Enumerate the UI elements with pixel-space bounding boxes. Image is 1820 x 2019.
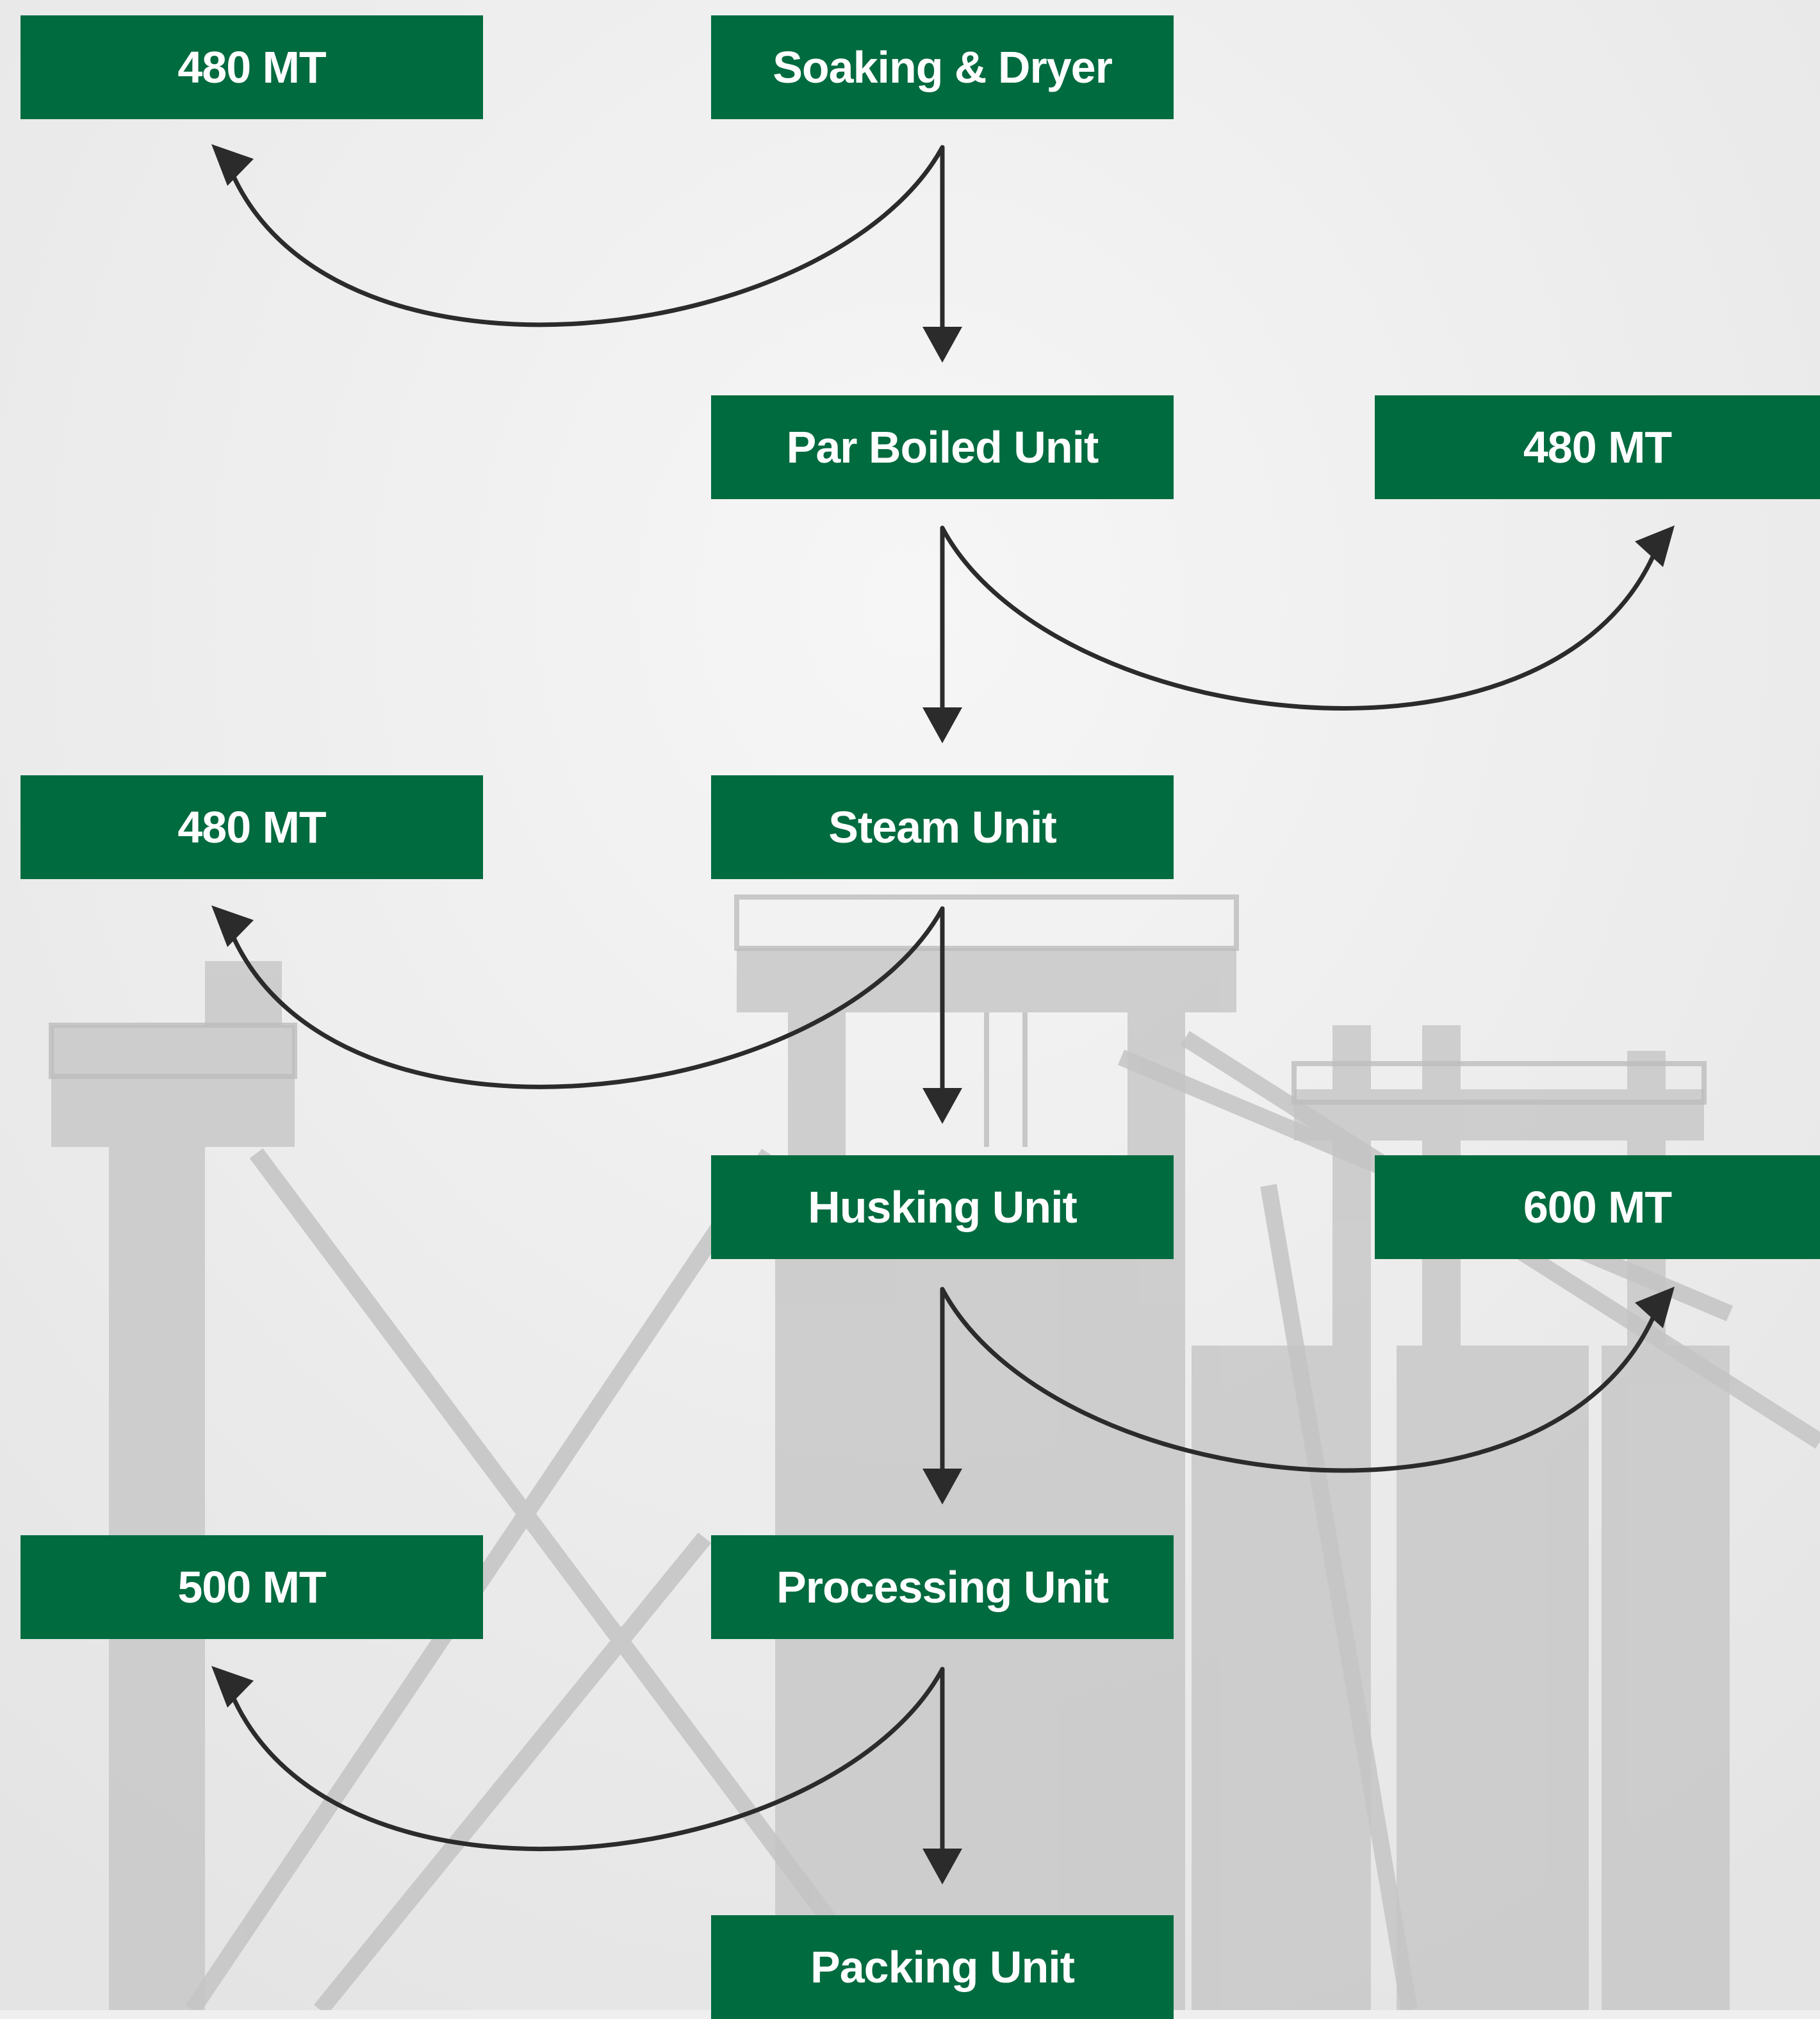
stage-processing-unit: Processing Unit [711, 1535, 1174, 1639]
stage-label: Steam Unit [828, 802, 1057, 852]
capacity-processing-unit: 500 MT [20, 1535, 483, 1639]
stage-label: Packing Unit [810, 1942, 1075, 1992]
stage-label: Soaking & Dryer [773, 42, 1113, 92]
stage-packing-unit: Packing Unit [711, 1915, 1174, 2019]
arrowhead-right-2 [1635, 525, 1675, 567]
capacity-value: 500 MT [177, 1562, 326, 1612]
capacity-par-boiled-unit: 480 MT [1375, 395, 1820, 499]
stage-label: Processing Unit [776, 1562, 1109, 1612]
capacity-soaking-dryer: 480 MT [20, 15, 483, 119]
arrow-curve-left-3 [228, 906, 945, 1089]
stage-label: Par Boiled Unit [786, 422, 1099, 472]
arrowhead-left-1 [211, 144, 254, 186]
arrow-curve-right-2 [940, 525, 1658, 711]
capacity-value: 480 MT [177, 802, 326, 852]
arrow-curve-right-4 [940, 1287, 1658, 1473]
capacity-value: 480 MT [1523, 422, 1672, 472]
stage-par-boiled-unit: Par Boiled Unit [711, 395, 1174, 499]
arrowhead-left-5 [211, 1666, 254, 1708]
stage-steam-unit: Steam Unit [711, 775, 1174, 879]
capacity-steam-unit: 480 MT [20, 775, 483, 879]
stage-label: Husking Unit [808, 1182, 1078, 1232]
arrowhead-down-1 [922, 327, 962, 363]
arrowhead-left-3 [211, 905, 254, 947]
stage-husking-unit: Husking Unit [711, 1155, 1174, 1259]
arrowhead-down-5 [922, 1849, 962, 1884]
capacity-husking-unit: 600 MT [1375, 1155, 1820, 1259]
stage-soaking-dryer: Soaking & Dryer [711, 15, 1174, 119]
arrowhead-right-4 [1635, 1287, 1675, 1328]
capacity-value: 480 MT [177, 42, 326, 92]
arrow-curve-left-1 [228, 145, 945, 327]
capacity-value: 600 MT [1523, 1182, 1672, 1232]
arrow-curve-left-5 [228, 1667, 945, 1852]
arrowhead-down-2 [922, 707, 962, 743]
arrowhead-down-3 [922, 1088, 962, 1124]
arrowhead-down-4 [922, 1469, 962, 1504]
